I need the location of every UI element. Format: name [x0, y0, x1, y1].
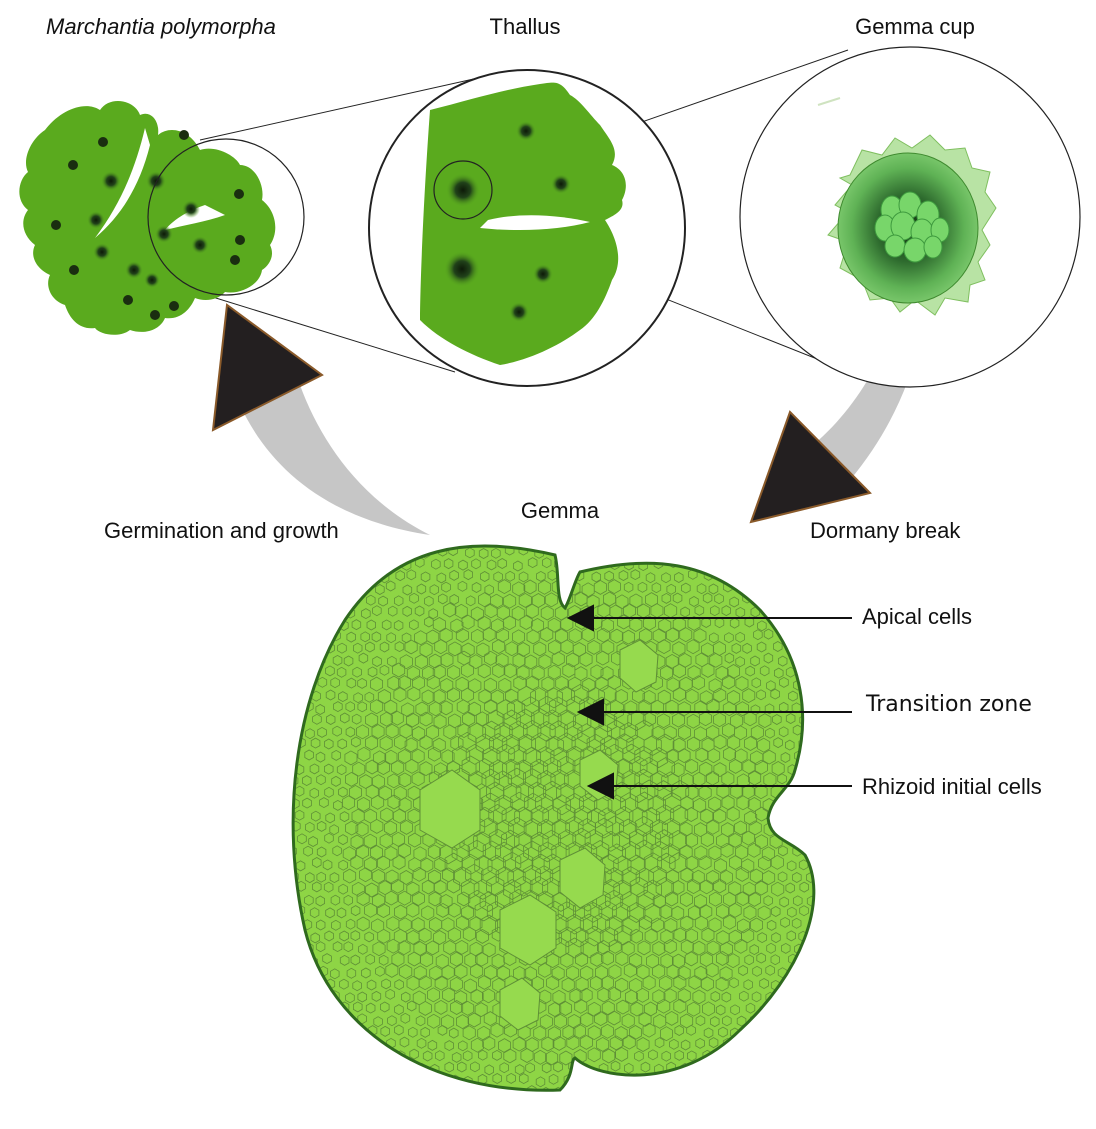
- germination-label: Germination and growth: [104, 518, 339, 544]
- thallus-zoom-view: [369, 70, 685, 386]
- germination-flow-arrow: [240, 385, 430, 535]
- dormancy-label: Dormany break: [810, 518, 960, 544]
- gemma-cup-zoom-view: [740, 47, 1080, 387]
- transition-zone-label: Transition zone: [866, 692, 1032, 717]
- species-label: Marchantia polymorpha: [46, 14, 276, 40]
- rhizoid-initial-cells-label: Rhizoid initial cells: [862, 774, 1042, 800]
- thallus-label: Thallus: [490, 14, 561, 40]
- apical-cells-label: Apical cells: [862, 604, 972, 630]
- gemma-label: Gemma: [521, 498, 599, 524]
- gemma-cup-label: Gemma cup: [855, 14, 975, 40]
- marchantia-thallus-rosette: [19, 101, 275, 335]
